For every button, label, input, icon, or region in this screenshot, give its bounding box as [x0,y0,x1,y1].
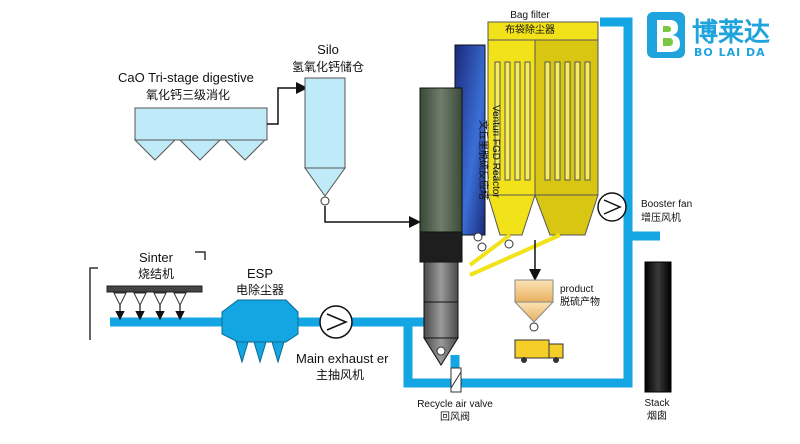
label-cao-zh: 氧化钙三级消化 [146,88,230,102]
line-digestive-silo [267,82,308,125]
valve-icon [477,242,487,252]
duct-bag-outlet [600,17,633,236]
label-sinter-en: Sinter [139,250,174,265]
valve-icon [473,232,483,242]
label-silo-en: Silo [317,42,339,57]
recirculation-lines [468,233,561,277]
sinter-machine [89,251,206,340]
label-stack-en: Stack [644,398,670,409]
recycle-valve-icon [450,367,462,393]
label-recycle-zh: 回风阀 [440,410,470,423]
truck-icon [514,339,564,363]
label-esp-zh: 电除尘器 [236,282,284,297]
label-silo-zh: 氢氧化钙储仓 [292,59,364,74]
cao-digestive-tank [133,107,268,161]
label-sinter-zh: 烧结机 [138,267,174,281]
label-main-exhaust-en: Main exhaust er [296,351,389,366]
text-labels: CaO Tri-stage digestive 氧化钙三级消化 Silo 氢氧化… [118,10,692,423]
esp-unit [221,299,299,364]
label-booster-en: Booster fan [641,199,692,210]
duct-recycle-loop [403,236,633,388]
silo [304,77,346,206]
label-product-zh: 脱硫产物 [560,295,600,308]
label-product-en: product [560,284,594,295]
label-venturi-zh: 文丘里脱硫反应塔 [477,120,490,200]
logo: 博莱达 BO LAI DA [647,12,770,59]
label-cao-en: CaO Tri-stage digestive [118,70,254,85]
logo-name-en: BO LAI DA [694,46,766,59]
label-main-exhaust-zh: 主抽风机 [316,368,364,382]
logo-name-zh: 博莱达 [692,18,770,48]
booster-fan-icon [597,192,627,222]
line-silo-reactor [324,206,421,228]
label-bag-en: Bag filter [510,10,550,21]
label-booster-zh: 增压风机 [641,211,681,224]
label-bag-zh: 布袋除尘器 [505,23,555,36]
venturi-reactor [419,44,486,366]
valve-icon [504,239,514,249]
label-stack-zh: 烟囱 [647,409,667,422]
label-esp-en: ESP [247,266,273,281]
main-exhaust-fan-icon [319,305,353,339]
bag-filter [487,21,599,236]
label-recycle-en: Recycle air valve [417,399,493,410]
stack [644,261,672,393]
label-venturi-en: Venturi FGD Reactor [490,105,501,198]
product-silo [513,279,555,332]
